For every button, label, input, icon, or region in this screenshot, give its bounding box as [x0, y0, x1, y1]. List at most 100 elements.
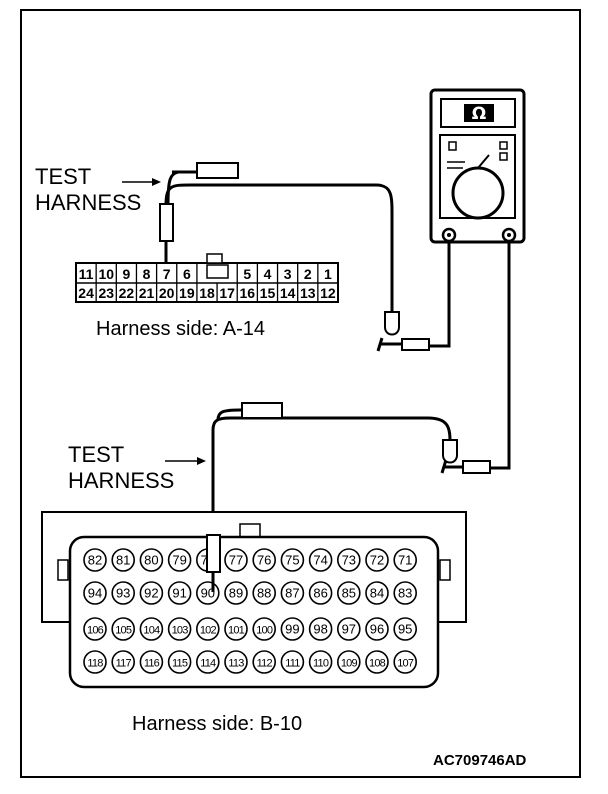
a14-pin-15: 15 [260, 285, 276, 301]
b10-pin-106-circle [83, 617, 107, 641]
meter-leads [428, 241, 511, 470]
ohm-display [464, 104, 494, 122]
b10-pin-115-circle [167, 650, 192, 674]
b10-pin-118: 118 [87, 658, 103, 670]
b10-pin-74: 74 [313, 553, 327, 568]
a14-pin-11: 11 [79, 266, 94, 282]
a14-pin-6: 6 [183, 266, 191, 282]
harness-side-a-label: Harness side: A-14 [96, 318, 265, 340]
b10-pin-118-circle [83, 650, 107, 674]
b10-pin-116: 116 [144, 658, 160, 670]
a14-pin-8: 8 [143, 266, 151, 282]
b10-pin-84-circle [365, 581, 389, 605]
b10-pin-71: 71 [398, 553, 412, 568]
b10-pin-99-circle [280, 617, 305, 641]
b10-pin-103: 103 [172, 625, 189, 637]
figure-code: AC709746AD [433, 752, 527, 769]
b10-pin-94: 94 [88, 586, 102, 601]
test-harness-label-1-line2: HARNESS [35, 190, 142, 215]
b10-pin-107: 107 [397, 658, 414, 670]
b10-pin-89: 89 [229, 586, 243, 601]
b10-pin-109-circle [336, 650, 361, 674]
b10-pin-88: 88 [257, 586, 271, 601]
b10-pin-109: 109 [341, 658, 358, 670]
test-harness-label-1-line1: TEST [35, 164, 92, 189]
b10-pin-89-circle [224, 581, 248, 605]
b10-pin-83: 83 [398, 586, 412, 601]
b10-pin-98: 98 [313, 622, 327, 637]
b10-pin-112-circle [252, 650, 277, 674]
b10-pin-77: 77 [229, 553, 243, 568]
a14-pin-23: 23 [98, 285, 114, 301]
b10-pin-91: 91 [172, 586, 186, 601]
b10-pin-115: 115 [172, 658, 188, 670]
b10-pin-114-circle [196, 650, 220, 674]
b10-pin-80-circle [139, 548, 164, 572]
b10-pin-95: 95 [398, 622, 412, 637]
lead-clip-upper [376, 337, 430, 352]
a14-pin-18: 18 [199, 285, 215, 301]
a14-pin-17: 17 [219, 285, 235, 301]
b10-pin-110: 110 [313, 658, 329, 670]
diagram-frame [20, 9, 581, 778]
test-harness-label-2-line1: TEST [68, 442, 125, 467]
b10-pin-95-circle [393, 617, 418, 641]
b10-pin-87: 87 [285, 586, 299, 601]
b10-pin-113: 113 [228, 658, 244, 670]
b10-pin-92: 92 [144, 586, 158, 601]
b10-pin-73: 73 [342, 553, 356, 568]
b10-pin-116-circle [139, 650, 164, 674]
b10-pin-72: 72 [370, 553, 384, 568]
b10-pin-105-circle [111, 617, 135, 641]
multimeter: Ω [429, 88, 526, 244]
b10-pin-75: 75 [285, 553, 299, 568]
b10-pin-79-circle [167, 548, 192, 572]
b10-pin-100-circle [252, 617, 277, 641]
b10-pin-84: 84 [370, 586, 384, 601]
b10-pin-79: 79 [172, 553, 186, 568]
b10-pin-75-circle [280, 548, 305, 572]
b10-pin-81: 81 [116, 553, 130, 568]
b10-pin-110-circle [308, 650, 333, 674]
b10-pin-111: 111 [285, 658, 300, 670]
b10-pin-90: 90 [201, 586, 215, 601]
b10-pin-96: 96 [370, 622, 384, 637]
b10-pin-108-circle [365, 650, 389, 674]
ohm-symbol: Ω [472, 104, 486, 124]
test-harness-label-1: TEST HARNESS [35, 164, 141, 216]
b10-pin-76-circle [252, 548, 277, 572]
b10-pin-112: 112 [257, 658, 273, 670]
b10-pin-73-circle [336, 548, 361, 572]
a14-pin-13: 13 [300, 285, 316, 301]
b10-pin-93: 93 [116, 586, 130, 601]
b10-pin-76: 76 [257, 553, 271, 568]
b10-pin-86-circle [308, 581, 333, 605]
b10-pin-72-circle [365, 548, 389, 572]
b10-pin-93-circle [111, 581, 135, 605]
a14-pin-21: 21 [139, 285, 155, 301]
b10-pin-71-circle [393, 548, 418, 572]
b10-pin-85-circle [336, 581, 361, 605]
a14-pin-7: 7 [163, 266, 171, 282]
a14-pin-14: 14 [280, 285, 296, 301]
b10-pin-82-circle [83, 548, 107, 572]
a14-pin-24: 24 [78, 285, 94, 301]
harness-2-probe [206, 534, 221, 592]
a14-pin-19: 19 [179, 285, 195, 301]
selector-dial [451, 166, 505, 220]
test-harness-label-2-line2: HARNESS [68, 468, 175, 493]
b10-pin-81-circle [111, 548, 135, 572]
b10-pin-104-circle [139, 617, 164, 641]
b10-pin-92-circle [139, 581, 164, 605]
b10-pin-101-circle [224, 617, 248, 641]
test-harness-1 [159, 162, 400, 336]
a14-pin-16: 16 [240, 285, 256, 301]
test-harness-label-2: TEST HARNESS [68, 442, 174, 494]
b10-pin-87-circle [280, 581, 305, 605]
a14-pin-10: 10 [98, 266, 114, 282]
b10-pin-117-circle [111, 650, 135, 674]
b10-pin-99: 99 [285, 622, 299, 637]
a14-pin-1: 1 [324, 266, 332, 282]
b10-pin-102-circle [196, 617, 220, 641]
